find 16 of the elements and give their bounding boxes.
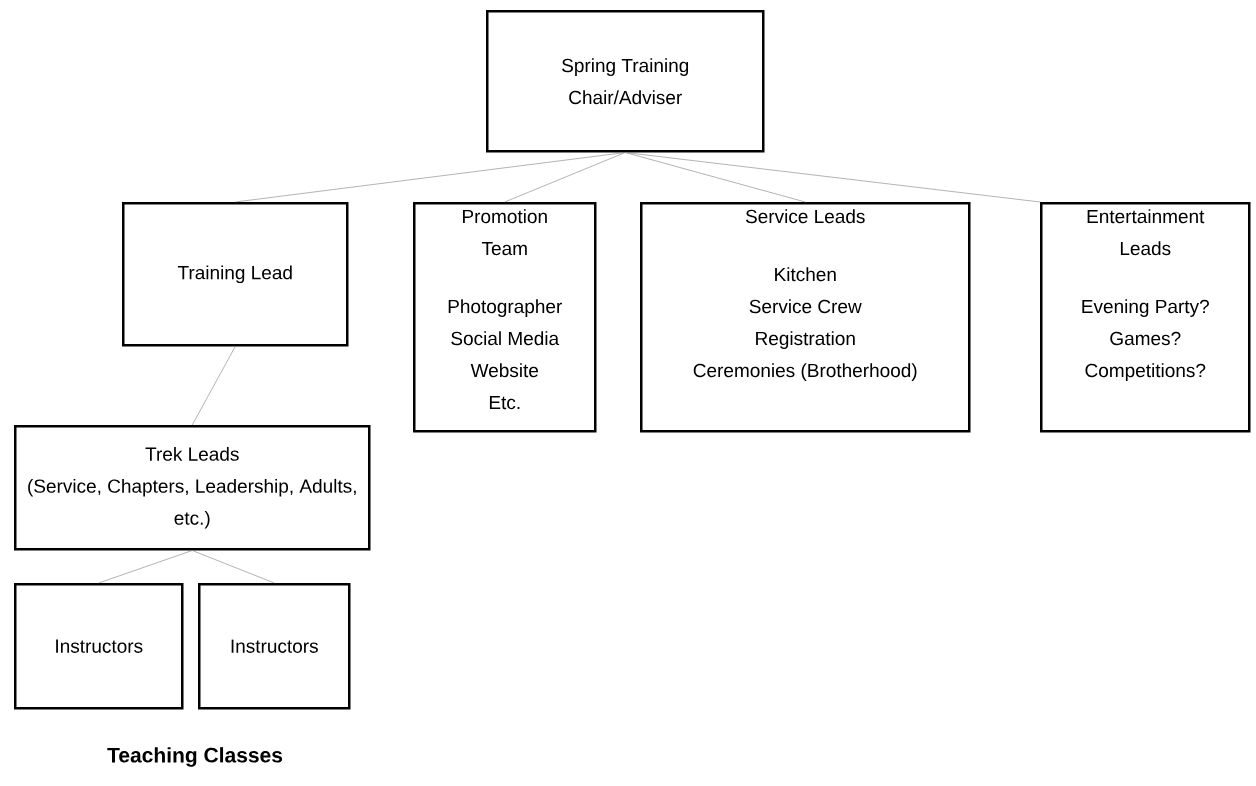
org-box: Service Leads Kitchen Service Crew Registration Ceremonies (Brotherhood) [640,202,971,433]
org-box: Instructors [198,583,351,710]
org-box: Promotion Team Photographer Social Media Website Etc. [413,202,597,433]
connector-line [504,152,626,203]
connector-line [234,152,626,203]
org-box: Instructors [14,583,184,710]
org-box: Training Lead [122,202,349,347]
connector-line [624,152,806,203]
org-box: Spring Training Chair/Adviser [486,10,765,153]
connector-line [98,550,193,584]
caption-text: Teaching Classes [107,747,283,767]
org-box: Entertainment Leads Evening Party? Games? Competitions? [1040,202,1251,433]
connector-line [191,550,275,584]
connector-line [191,346,236,426]
connector-line [624,152,1041,203]
org-box: Trek Leads (Service, Chapters, Leadership, Adults, etc.) [14,425,371,551]
